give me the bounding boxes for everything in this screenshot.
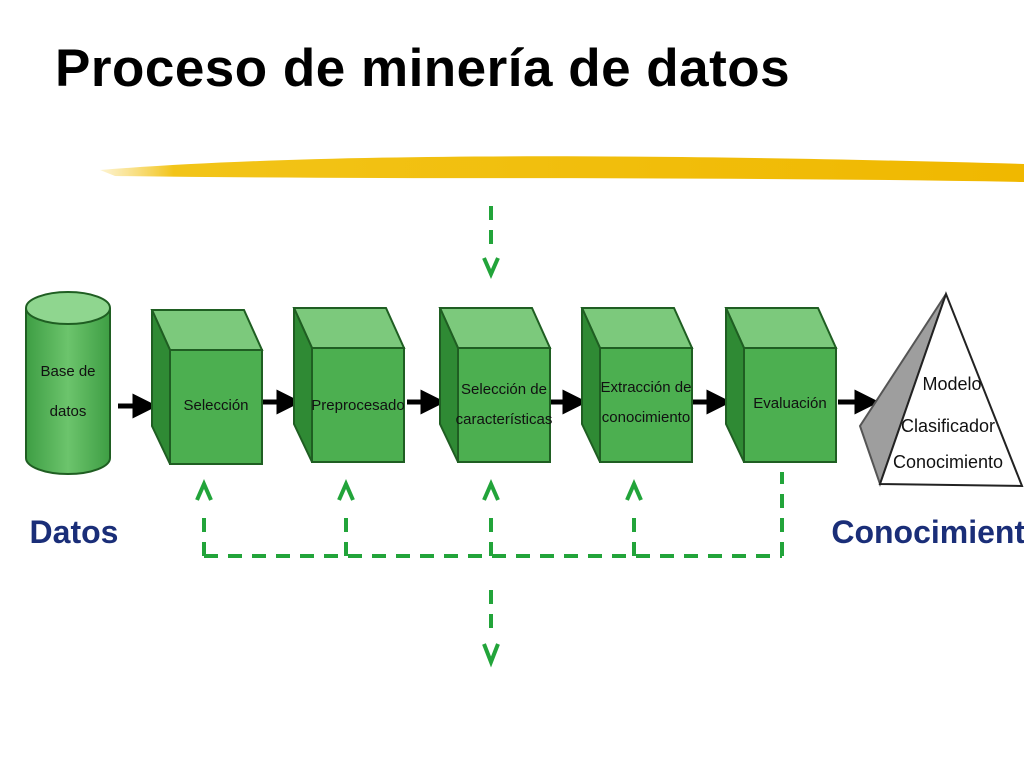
step-box-1: Selección	[150, 309, 264, 465]
title-underline	[100, 156, 1024, 182]
step-1-label: Selección	[183, 397, 248, 414]
knowledge-pyramid: Modelo Clasificador Conocimiento	[858, 291, 1024, 488]
data-caption: Datos	[30, 514, 119, 550]
feedback-arrowheads	[195, 257, 643, 668]
step-4-label-line2: conocimiento	[602, 409, 690, 426]
pyramid-line3: Conocimiento	[893, 452, 1003, 472]
pyramid-line1: Modelo	[922, 374, 981, 394]
step-2-label: Preprocesado	[311, 397, 404, 414]
feedback-loop	[202, 206, 784, 632]
output-arrow-down	[482, 643, 500, 668]
step-3-label-line2: características	[456, 411, 553, 428]
knowledge-caption: Conocimiento	[831, 514, 1024, 550]
feedback-arrow-up-1	[195, 479, 213, 501]
database-label-line2: datos	[50, 403, 87, 420]
step-4-label-line1: Extracción de	[601, 379, 692, 396]
slide-title: Proceso de minería de datos	[55, 39, 791, 98]
step-box-2: Preprocesado	[292, 307, 406, 463]
feedback-arrow-up-4	[625, 479, 643, 501]
input-arrow-down	[482, 257, 500, 279]
step-box-3: Selección de características	[438, 307, 553, 463]
step-box-4: Extracción de conocimiento	[580, 307, 694, 463]
step-box-5: Evaluación	[724, 307, 838, 463]
step-5-label: Evaluación	[753, 395, 826, 412]
flow-arrows	[118, 389, 880, 419]
feedback-arrow-up-3	[482, 479, 500, 501]
step-3-label-line1: Selección de	[461, 381, 547, 398]
pyramid-line2: Clasificador	[901, 416, 995, 436]
database-label-line1: Base de	[40, 363, 95, 380]
feedback-arrow-up-2	[337, 479, 355, 501]
database-cylinder: Base de datos	[25, 291, 111, 475]
